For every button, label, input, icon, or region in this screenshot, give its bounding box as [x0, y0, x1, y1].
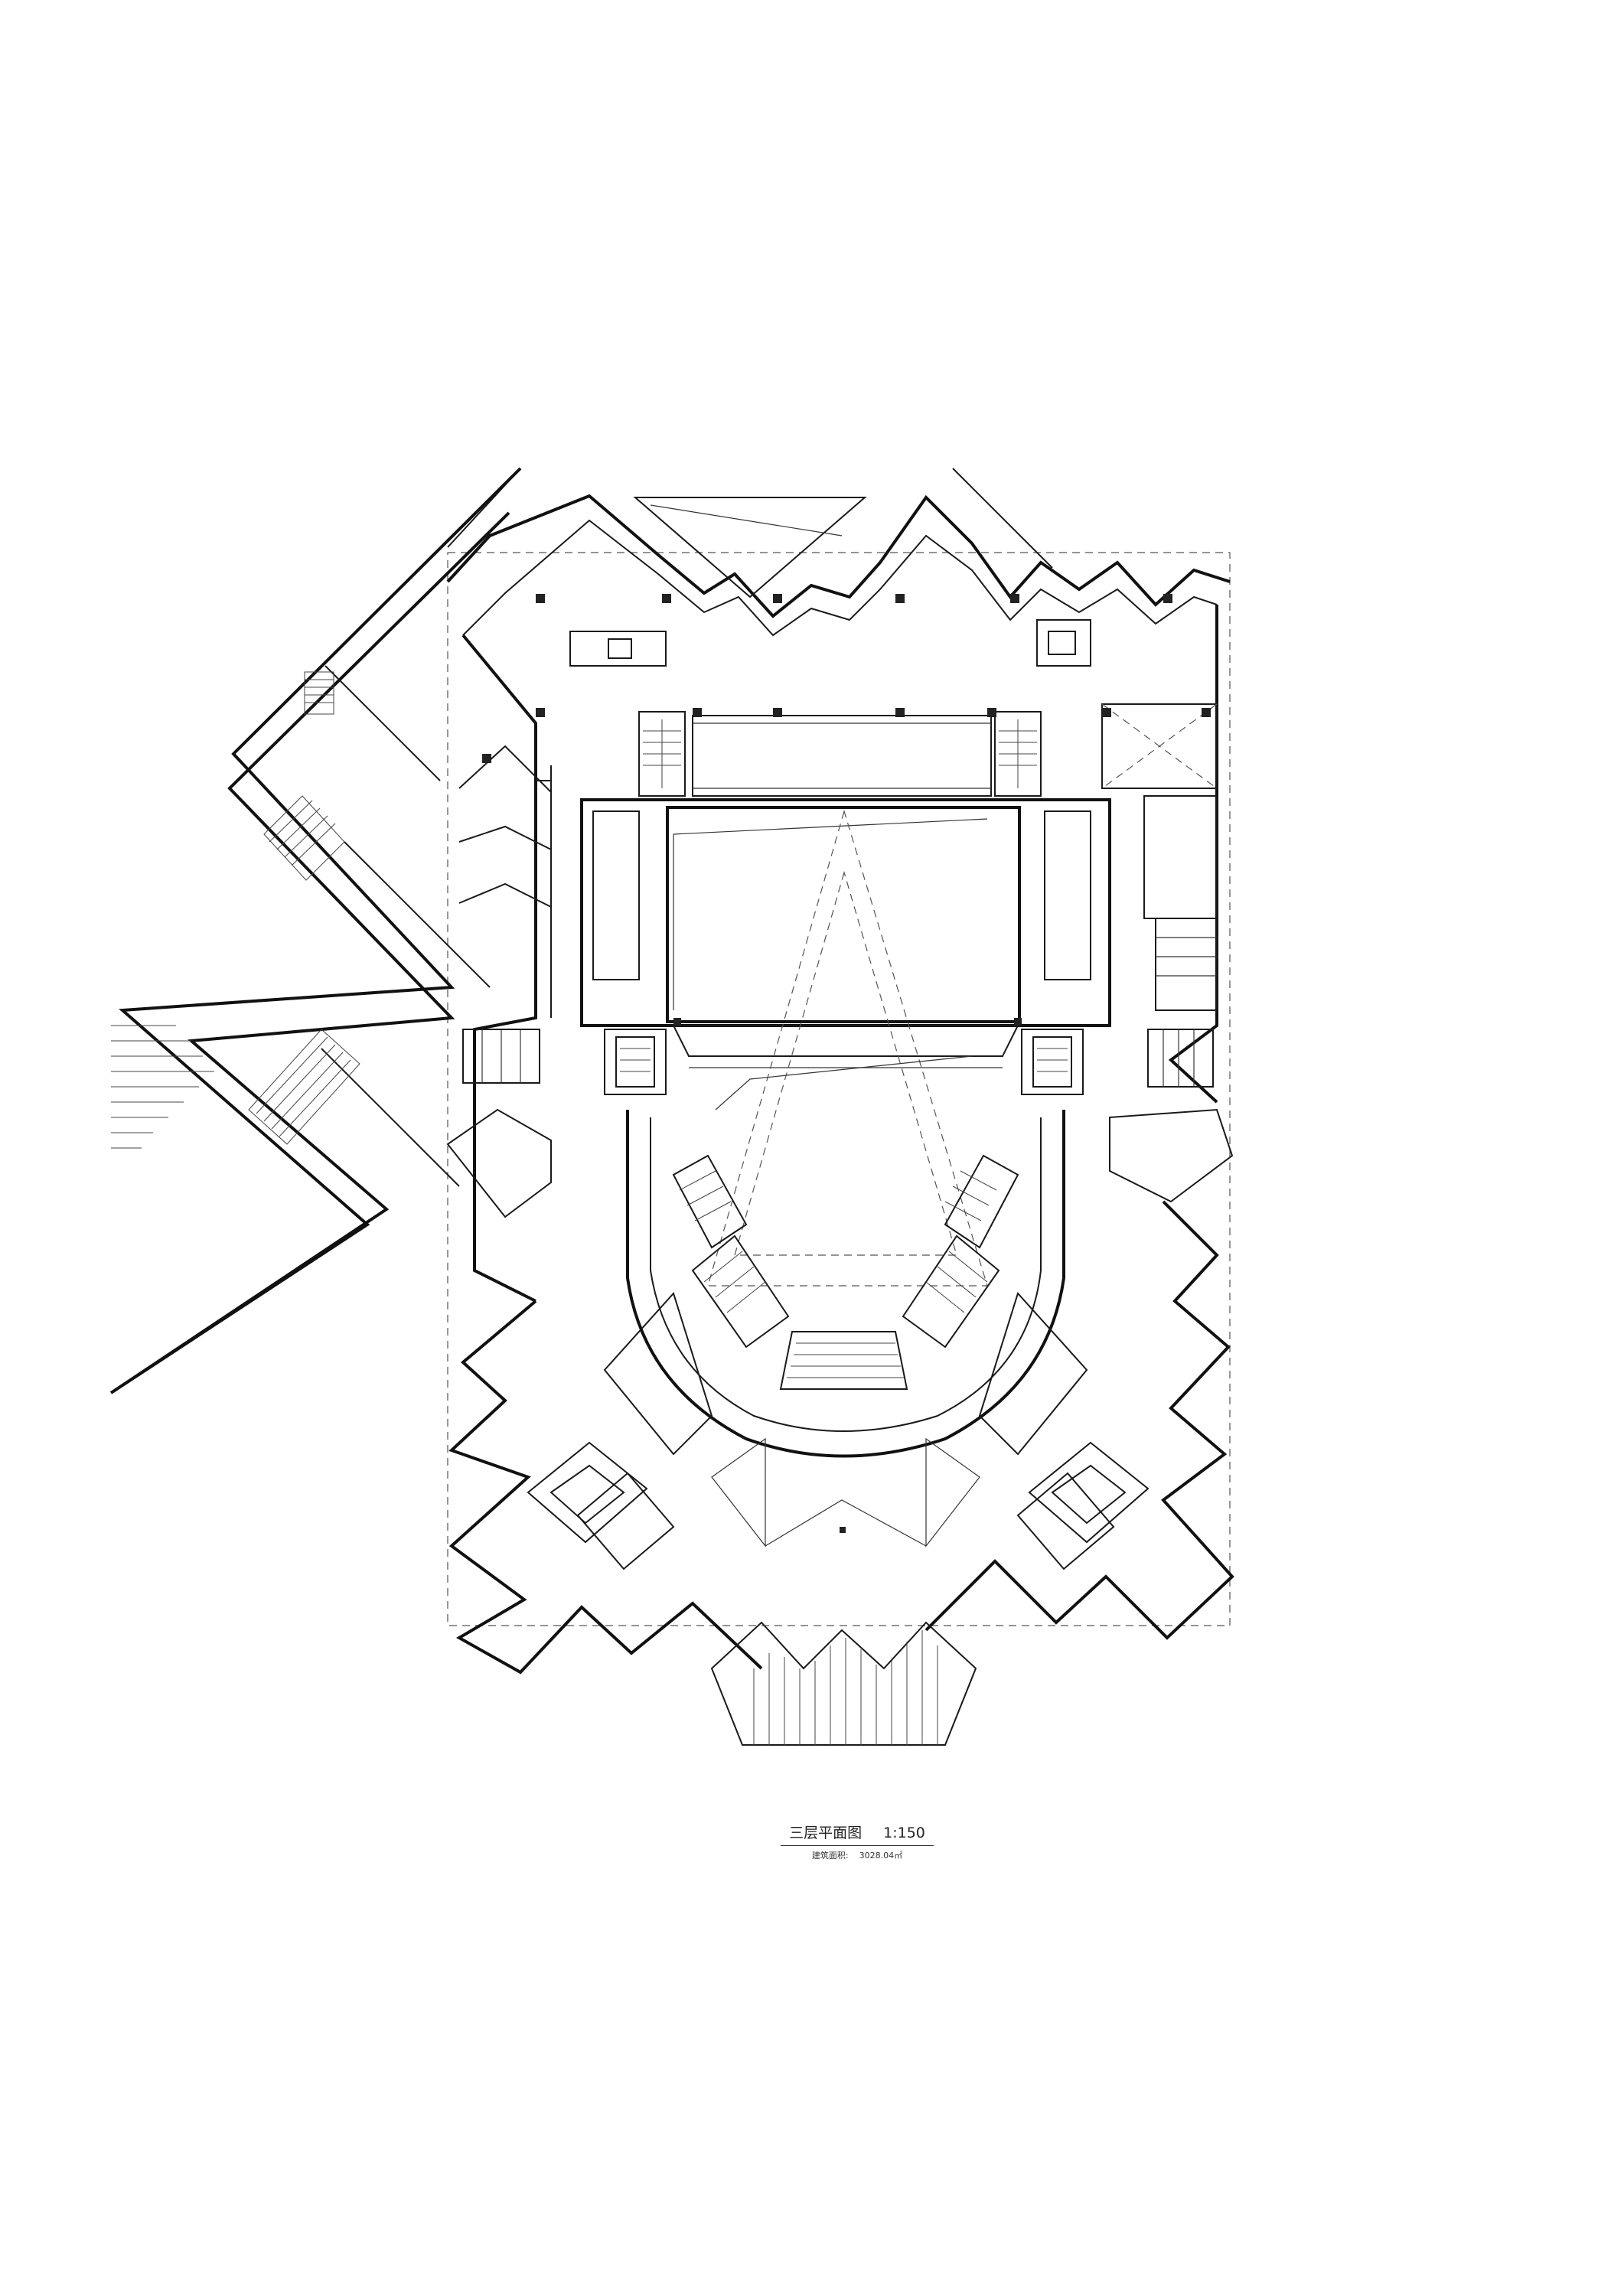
east-main-wall	[1168, 605, 1218, 1104]
elevator-northeast	[1036, 619, 1091, 667]
west-main-wall	[461, 634, 537, 1303]
north-skylight	[633, 497, 867, 598]
west-rooms	[458, 745, 552, 1018]
drawing-title: 三层平面图	[789, 1825, 863, 1841]
south-entry-stair	[710, 1621, 977, 1746]
seating-center	[779, 1331, 908, 1390]
structural-columns	[482, 594, 1211, 1533]
drawing-scale: 1:150	[883, 1825, 925, 1841]
toilets-west	[446, 1029, 552, 1218]
stair-southwest-stage	[604, 1029, 667, 1095]
northeast-diagonal	[952, 468, 1053, 569]
southwest-wing	[448, 1300, 763, 1675]
north-facade	[446, 494, 1231, 618]
west-water-hatch	[111, 1025, 214, 1149]
stair-northeast	[994, 711, 1042, 797]
stage-back-gallery	[692, 715, 992, 797]
area-value: 3028.04㎡	[859, 1851, 903, 1861]
west-wing-outline	[109, 467, 522, 1394]
north-facade-inner	[462, 519, 1218, 637]
stair-southeast	[1016, 1441, 1150, 1570]
stage-block-inner	[666, 806, 1021, 1023]
caption-title-row: 三层平面图 1:150	[781, 1821, 934, 1846]
west-stair-upper	[304, 671, 334, 715]
seating-left-upper	[672, 1154, 748, 1249]
elevator-northwest	[569, 631, 667, 667]
caption-area-row: 建筑面积: 3028.04㎡	[781, 1846, 934, 1861]
auditorium	[626, 809, 1065, 1458]
stage-block-outer	[580, 798, 1111, 1027]
seating-left-lower	[691, 1234, 790, 1349]
toilets-east	[1109, 1029, 1234, 1203]
stair-southwest	[527, 1441, 675, 1570]
east-rooms	[1101, 703, 1218, 1011]
site-boundary	[447, 552, 1231, 1626]
west-stair-lower	[248, 1029, 360, 1145]
stair-southeast-stage	[1021, 1029, 1084, 1095]
southeast-wing	[925, 1200, 1234, 1640]
seating-right-lower	[902, 1234, 1000, 1349]
drawing-caption: 三层平面图 1:150 建筑面积: 3028.04㎡	[781, 1821, 934, 1861]
west-stair-middle	[263, 795, 345, 881]
seating-right-upper	[944, 1154, 1019, 1249]
stair-northwest	[638, 711, 686, 797]
area-label: 建筑面积:	[811, 1851, 849, 1861]
